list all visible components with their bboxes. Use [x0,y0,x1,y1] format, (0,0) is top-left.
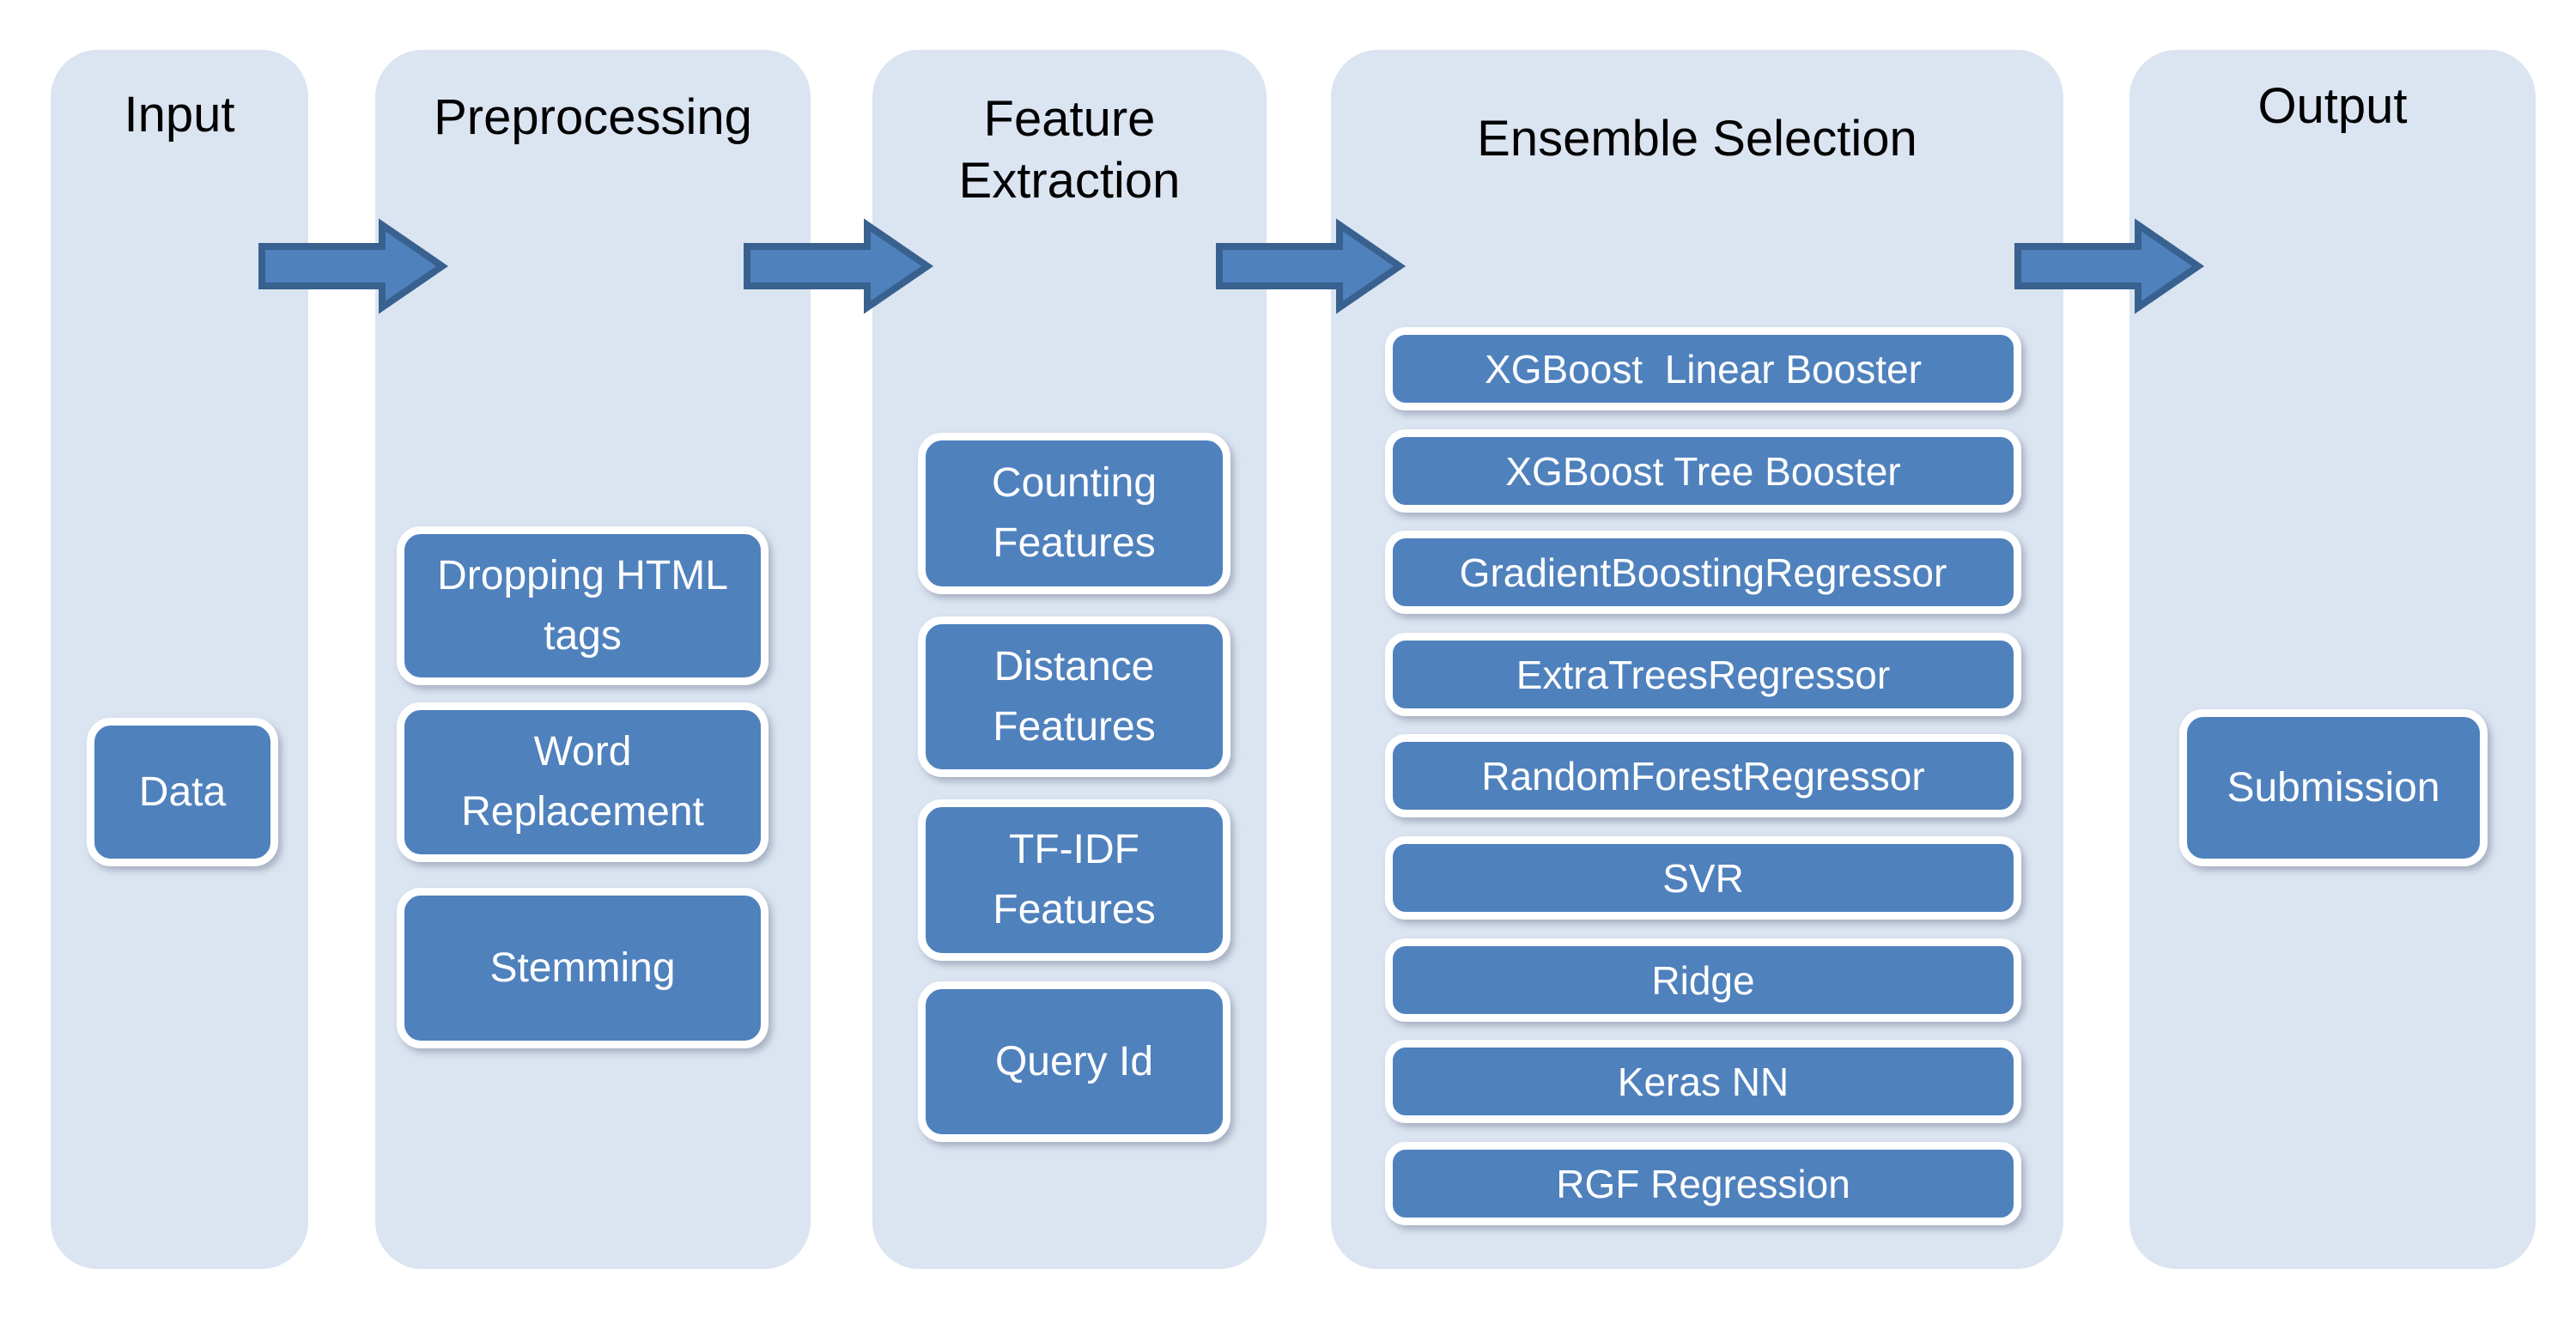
node-ridge-label: Ridge [1651,957,1755,1003]
node-ridge: Ridge [1385,938,2021,1022]
node-counting-features: Counting Features [918,433,1230,594]
panel-feature-extraction: Feature Extraction Counting Features Dis… [872,50,1267,1269]
node-dropping-html-tags: Dropping HTML tags [397,526,769,685]
node-xgboost-tree-booster: XGBoost Tree Booster [1385,429,2021,513]
panel-preprocessing: Preprocessing Dropping HTML tags Word Re… [375,50,811,1269]
node-keras-nn: Keras NN [1385,1040,2021,1123]
node-data-label: Data [138,768,227,815]
node-extra-trees-regressor-label: ExtraTreesRegressor [1516,652,1891,697]
node-word-replacement-label: Word Replacement [461,729,704,835]
node-xgboost-linear-booster: XGBoost Linear Booster [1385,327,2021,410]
node-rgf-regression-label: RGF Regression [1556,1161,1850,1206]
node-distance-features-label: Distance Features [993,643,1166,750]
node-tfidf-features-label: TF-IDF Features [993,827,1156,932]
node-random-forest-regressor: RandomForestRegressor [1385,734,2021,817]
flow-arrow-input-to-preprocessing-icon [258,218,449,314]
panel-input-title: Input [124,87,235,143]
node-rgf-regression: RGF Regression [1385,1142,2021,1225]
flow-arrow-preprocessing-to-feature-icon [743,218,934,314]
node-random-forest-regressor-label: RandomForestRegressor [1481,753,1925,799]
node-counting-features-label: Counting Features [991,460,1169,566]
panel-output: Output Submission [2129,50,2536,1269]
node-gradient-boosting-regressor-label: GradientBoostingRegressor [1459,550,1947,595]
node-tfidf-features: TF-IDF Features [918,799,1230,961]
panel-output-title: Output [2257,78,2408,134]
panel-preprocessing-title: Preprocessing [434,89,752,145]
flow-arrow-feature-to-ensemble-icon [1215,218,1406,314]
node-stemming: Stemming [397,888,769,1048]
node-stemming-label: Stemming [489,944,676,991]
node-dropping-html-tags-label: Dropping HTML tags [437,552,740,659]
node-submission: Submission [2179,709,2488,866]
node-query-id-label: Query Id [994,1038,1154,1084]
node-extra-trees-regressor: ExtraTreesRegressor [1385,633,2021,716]
node-word-replacement: Word Replacement [397,702,769,862]
panel-ensemble-selection-title: Ensemble Selection [1477,111,1917,167]
node-gradient-boosting-regressor: GradientBoostingRegressor [1385,531,2021,614]
node-submission-label: Submission [2227,764,2440,811]
node-svr-label: SVR [1662,855,1744,901]
node-keras-nn-label: Keras NN [1617,1059,1789,1104]
panel-feature-extraction-title: Feature Extraction [958,91,1181,209]
node-query-id: Query Id [918,981,1230,1142]
node-xgboost-linear-booster-label: XGBoost Linear Booster [1485,346,1922,392]
node-xgboost-tree-booster-label: XGBoost Tree Booster [1505,448,1901,494]
node-distance-features: Distance Features [918,616,1230,777]
flow-arrow-ensemble-to-output-icon [2014,218,2205,314]
node-data: Data [87,718,278,866]
node-svr: SVR [1385,836,2021,920]
panel-ensemble-selection: Ensemble Selection XGBoost Linear Booste… [1331,50,2063,1269]
